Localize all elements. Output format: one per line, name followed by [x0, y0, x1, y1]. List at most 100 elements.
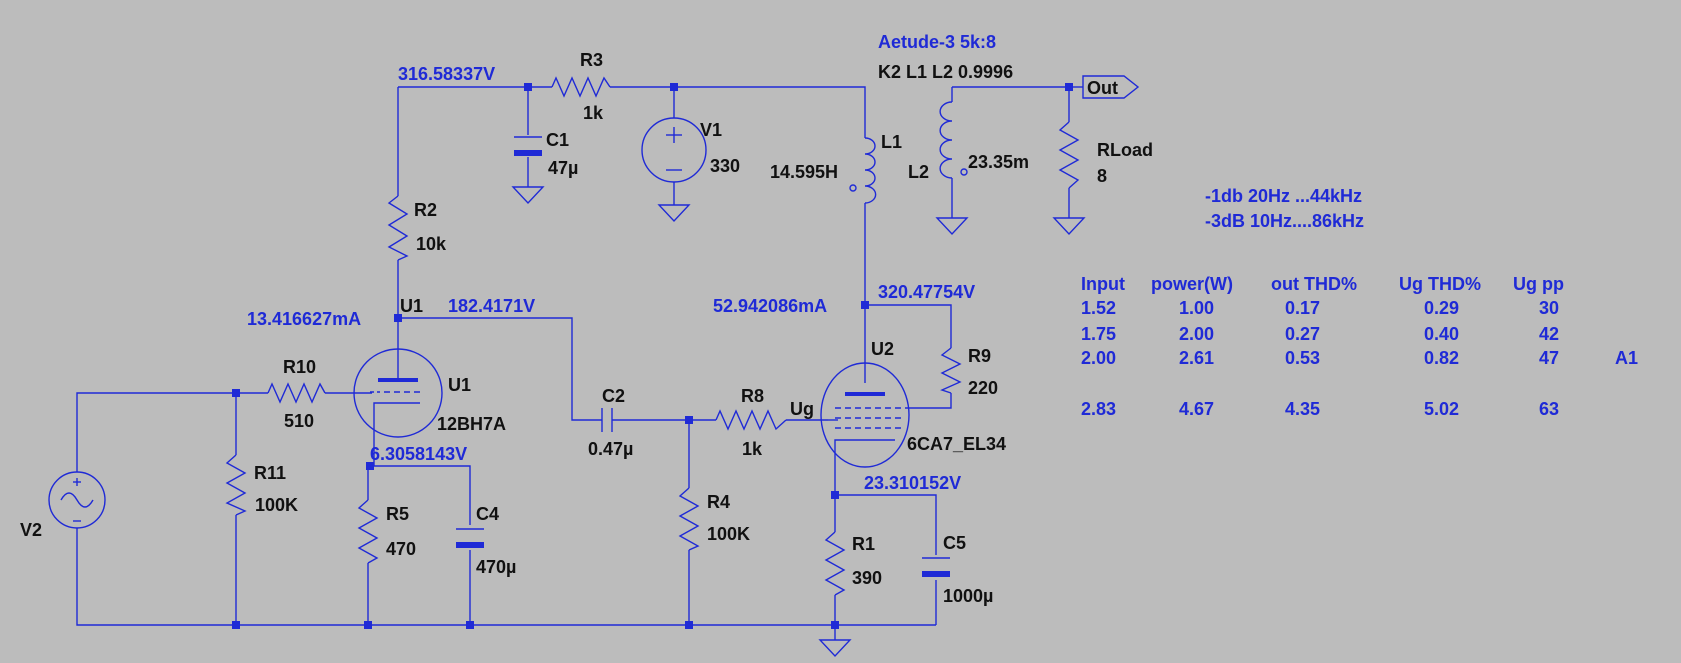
- component-labels: R3 1k C1 47µ V1 330 R2 10k L1 14.595H L2…: [20, 32, 1153, 606]
- ug-node-label: Ug: [790, 399, 814, 419]
- r9-resistor[interactable]: [940, 347, 962, 394]
- table-cell: 2.00: [1179, 324, 1214, 344]
- ground-rload: [1052, 217, 1086, 236]
- l2-value: 23.35m: [968, 152, 1029, 172]
- r5-resistor[interactable]: [357, 499, 379, 564]
- c1-value: 47µ: [548, 158, 578, 178]
- r4-name: R4: [707, 492, 730, 512]
- table-cell: 2.61: [1179, 348, 1214, 368]
- v1-voltage-source[interactable]: [641, 117, 707, 183]
- out-port-flag[interactable]: [1082, 75, 1140, 99]
- table-header-ug-pp: Ug pp: [1513, 274, 1564, 294]
- l2-inductor[interactable]: [939, 101, 968, 179]
- ground-v1: [657, 204, 691, 223]
- table-cell: 2.00: [1081, 348, 1116, 368]
- r2-resistor[interactable]: [387, 195, 409, 261]
- b-plus-voltage: 316.58337V: [398, 64, 495, 84]
- l2-name: L2: [908, 162, 929, 182]
- table-header-out-thd: out THD%: [1271, 274, 1357, 294]
- l1-inductor[interactable]: [849, 137, 877, 204]
- ground-main: [818, 639, 852, 658]
- rload-value: 8: [1097, 166, 1107, 186]
- c2-value: 0.47µ: [588, 439, 633, 459]
- u2-screen-voltage: 320.47754V: [878, 282, 975, 302]
- rload-name: RLoad: [1097, 140, 1153, 160]
- u2-cathode-voltage: 23.310152V: [864, 473, 961, 493]
- r10-resistor[interactable]: [267, 382, 326, 404]
- r9-value: 220: [968, 378, 998, 398]
- l1-value: 14.595H: [770, 162, 838, 182]
- r8-name: R8: [741, 386, 764, 406]
- u1-anode-label: U1: [400, 296, 423, 316]
- transformer-title: Aetude-3 5k:8: [878, 32, 996, 52]
- r11-value: 100K: [255, 495, 298, 515]
- table-cell: 63: [1539, 399, 1559, 419]
- table-cell: 4.35: [1285, 399, 1320, 419]
- r1-value: 390: [852, 568, 882, 588]
- ground-c1: [511, 186, 545, 205]
- results-table: Input power(W) out THD% Ug THD% Ug pp 1.…: [1081, 274, 1638, 419]
- r1-name: R1: [852, 534, 875, 554]
- u2-current: 52.942086mA: [713, 296, 827, 316]
- table-cell: 4.67: [1179, 399, 1214, 419]
- table-header-input: Input: [1081, 274, 1125, 294]
- table-header-ug-thd: Ug THD%: [1399, 274, 1481, 294]
- c4-name: C4: [476, 504, 499, 524]
- ground-l2: [935, 217, 969, 236]
- table-cell: 0.17: [1285, 298, 1320, 318]
- table-cell: 0.27: [1285, 324, 1320, 344]
- l1-name: L1: [881, 132, 902, 152]
- r5-name: R5: [386, 504, 409, 524]
- u2-pentode-tube[interactable]: [820, 362, 910, 468]
- r5-value: 470: [386, 539, 416, 559]
- table-cell: 0.29: [1424, 298, 1459, 318]
- c2-name: C2: [602, 386, 625, 406]
- r8-value: 1k: [742, 439, 763, 459]
- table-header-power: power(W): [1151, 274, 1233, 294]
- u1-current: 13.416627mA: [247, 309, 361, 329]
- table-cell: 0.82: [1424, 348, 1459, 368]
- table-cell: 2.83: [1081, 399, 1116, 419]
- table-cell: 42: [1539, 324, 1559, 344]
- c4-capacitor[interactable]: [456, 528, 484, 548]
- r3-resistor[interactable]: [551, 76, 611, 98]
- r3-name: R3: [580, 50, 603, 70]
- table-cell: 47: [1539, 348, 1559, 368]
- table-cell: 0.40: [1424, 324, 1459, 344]
- c5-capacitor[interactable]: [922, 557, 950, 577]
- u1-anode-voltage: 182.4171V: [448, 296, 535, 316]
- rload-resistor[interactable]: [1058, 121, 1080, 189]
- v2-name: V2: [20, 520, 42, 540]
- coupling-directive: K2 L1 L2 0.9996: [878, 62, 1013, 82]
- u2-name: U2: [871, 339, 894, 359]
- v1-value: 330: [710, 156, 740, 176]
- c5-name: C5: [943, 533, 966, 553]
- c4-value: 470µ: [476, 557, 516, 577]
- r1-resistor[interactable]: [824, 531, 846, 596]
- table-cell: 1.00: [1179, 298, 1214, 318]
- r4-resistor[interactable]: [678, 487, 700, 551]
- v1-name: V1: [700, 120, 722, 140]
- frequency-response-notes: -1db 20Hz ...44kHz -3dB 10Hz....86kHz: [1205, 186, 1364, 231]
- wires: [76, 86, 1070, 640]
- table-cell: 5.02: [1424, 399, 1459, 419]
- u1-triode-tube[interactable]: [352, 348, 443, 438]
- ground-symbols: [511, 186, 1086, 658]
- r3-value: 1k: [583, 103, 604, 123]
- c1-name: C1: [546, 130, 569, 150]
- c1-capacitor[interactable]: [514, 136, 542, 156]
- c2-capacitor[interactable]: [601, 408, 630, 432]
- r11-resistor[interactable]: [225, 454, 247, 516]
- table-cell: 1.52: [1081, 298, 1116, 318]
- u1-value: 12BH7A: [437, 414, 506, 434]
- r8-resistor[interactable]: [715, 409, 787, 431]
- u1-cathode-voltage: 6.3058143V: [370, 444, 467, 464]
- response-1db: -1db 20Hz ...44kHz: [1205, 186, 1362, 206]
- table-cell: 30: [1539, 298, 1559, 318]
- u1-name: U1: [448, 375, 471, 395]
- response-3db: -3dB 10Hz....86kHz: [1205, 211, 1364, 231]
- table-cell: 0.53: [1285, 348, 1320, 368]
- v2-ac-source[interactable]: [48, 471, 106, 529]
- r11-name: R11: [254, 463, 286, 483]
